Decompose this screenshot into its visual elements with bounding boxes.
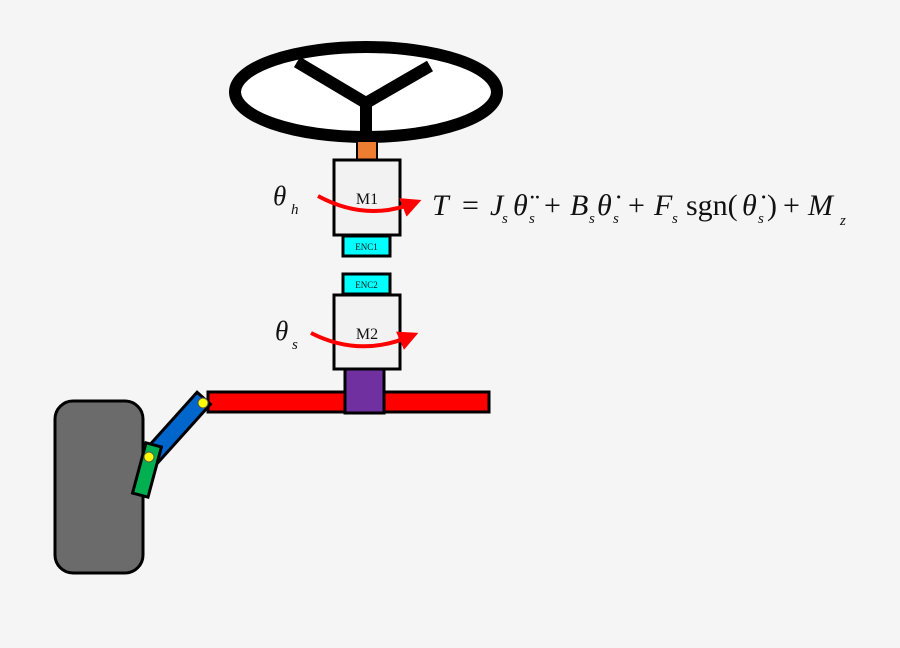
eq-term2-op: + <box>544 189 561 222</box>
theta-s-symbol: θ <box>275 316 288 346</box>
torque-equation: T = J s θ̈ s + B s θ̇ s + F s sgn( θ̇ s … <box>432 189 846 229</box>
steering-wheel <box>229 41 503 143</box>
theta-h-subscript: h <box>291 202 299 218</box>
rotation-arrow-m1 <box>317 194 422 217</box>
eq-term3-func: sgn( <box>686 189 738 222</box>
rack-joint <box>197 397 209 409</box>
eq-term4-op: + <box>783 189 800 222</box>
eq-term3-var-sub: s <box>758 211 764 227</box>
theta-h-label: θ h <box>273 181 299 218</box>
encoder-2: ENC2 <box>341 272 392 296</box>
motor-1-body <box>332 158 402 237</box>
motor-1-label: M1 <box>356 191 378 208</box>
eq-term4-coef: M <box>807 189 835 222</box>
eq-term2-var-sub: s <box>613 211 619 227</box>
eq-term2-coef-sub: s <box>589 211 595 227</box>
eq-term3-coef: F <box>653 189 673 222</box>
encoder-1-label: ENC1 <box>355 242 378 252</box>
motor-2-label: M2 <box>356 326 378 343</box>
theta-s-subscript: s <box>292 337 298 353</box>
encoder-1: ENC1 <box>341 234 392 258</box>
tire <box>53 399 145 575</box>
eq-equals: = <box>462 189 479 222</box>
eq-term1-coef-sub: s <box>502 211 508 227</box>
eq-term1-var-sub: s <box>529 211 535 227</box>
encoder-2-label: ENC2 <box>355 280 378 290</box>
rotation-arrow-m2 <box>310 331 419 350</box>
eq-term1-coef: J <box>490 189 505 222</box>
motor-2: M2 <box>332 293 402 371</box>
steering-shaft <box>356 140 378 161</box>
eq-term4-coef-sub: z <box>839 213 846 229</box>
knuckle-joint <box>143 451 155 463</box>
eq-term2-coef: B <box>570 189 588 222</box>
eq-lhs: T <box>432 189 451 222</box>
eq-term1-var: θ̈ <box>513 189 540 222</box>
motor-1: M1 <box>332 158 402 237</box>
pinion-coupler <box>343 367 386 415</box>
encoder-1-body <box>341 234 392 258</box>
eq-term3-close: ) <box>767 189 777 222</box>
eq-term3-op: + <box>628 189 645 222</box>
motor-2-body <box>332 293 402 371</box>
theta-s-label: θ s <box>275 316 298 353</box>
eq-term3-coef-sub: s <box>672 211 678 227</box>
theta-h-symbol: θ <box>273 181 286 211</box>
